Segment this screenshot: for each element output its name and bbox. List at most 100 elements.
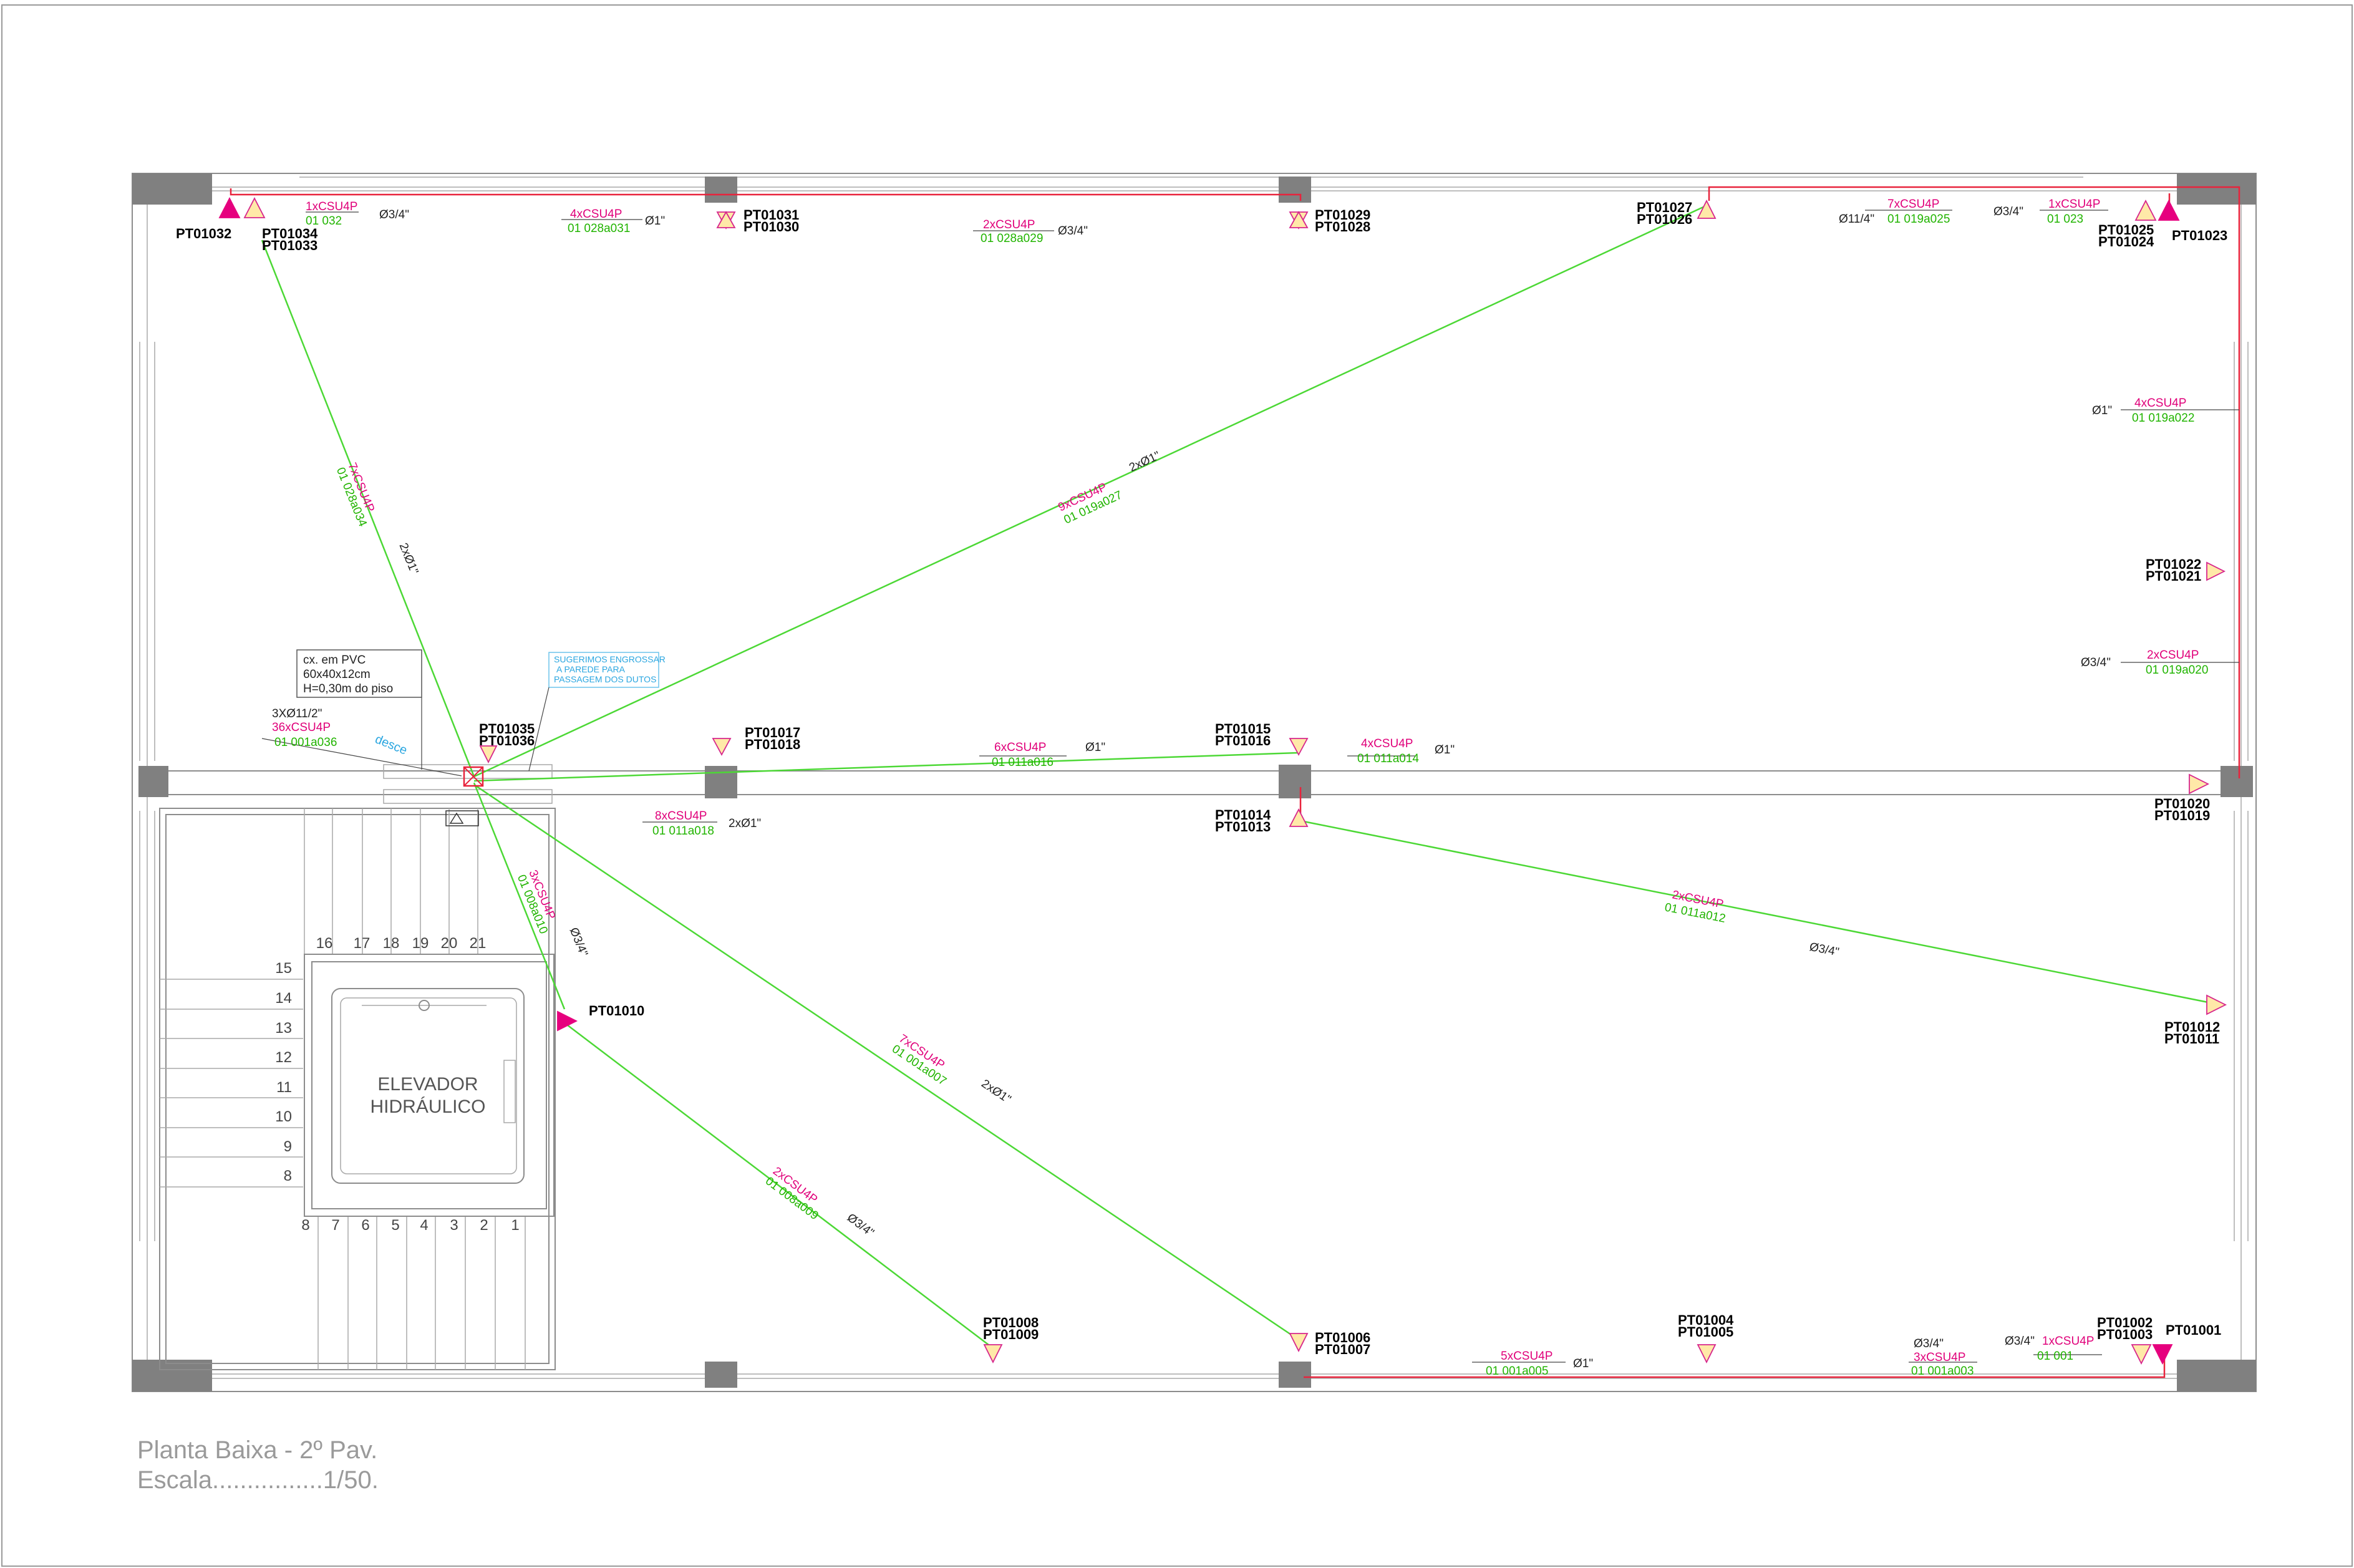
stair-step-number: 1 bbox=[511, 1217, 519, 1234]
cable-count: 2xCSU4P bbox=[983, 218, 1035, 231]
cable-code: 01 001a036 bbox=[274, 736, 337, 749]
cable-count: 1xCSU4P bbox=[2048, 198, 2100, 211]
cable-count: 5xCSU4P bbox=[1501, 1350, 1552, 1363]
point-label: PT01035 bbox=[479, 721, 535, 737]
note-line: PASSAGEM DOS DUTOS bbox=[554, 674, 656, 684]
stair-step-number: 8 bbox=[301, 1217, 309, 1234]
point-label: PT01036 bbox=[479, 733, 535, 748]
drawing-title: Planta Baixa - 2º Pav. bbox=[137, 1436, 377, 1464]
stair-step-number: 8 bbox=[284, 1168, 292, 1184]
point-label: PT01011 bbox=[2164, 1031, 2219, 1047]
structural-columns bbox=[132, 173, 2256, 1391]
conduit-diameter: 2xØ1" bbox=[729, 817, 761, 830]
point-label: PT01028 bbox=[1315, 219, 1370, 235]
cable-count: 3xCSU4P bbox=[1914, 1351, 1965, 1364]
conduit-diameter: Ø3/4" bbox=[2081, 656, 2111, 669]
stair-core bbox=[159, 808, 556, 1370]
cable-code: 01 001a003 bbox=[1911, 1365, 1974, 1378]
stair-step-number: 4 bbox=[420, 1217, 428, 1234]
stair-step-number: 18 bbox=[383, 935, 400, 952]
point-label: PT01034 bbox=[262, 226, 318, 241]
conduit-diameter: Ø3/4" bbox=[2005, 1335, 2035, 1348]
cable-code: 01 023 bbox=[2047, 213, 2083, 226]
cable-count: 4xCSU4P bbox=[570, 208, 622, 221]
stair-step-number: 21 bbox=[470, 935, 487, 952]
stair-step-number: 7 bbox=[331, 1217, 339, 1234]
conduit-diameter: Ø1" bbox=[1573, 1357, 1593, 1370]
cable-code: 01 011a018 bbox=[652, 825, 714, 838]
cable-count: 4xCSU4P bbox=[2134, 397, 2186, 410]
leader-lines bbox=[261, 210, 2239, 1363]
point-label: PT01010 bbox=[589, 1003, 644, 1019]
cable-code: 01 011a016 bbox=[992, 756, 1053, 769]
cable-count: 7xCSU4P bbox=[1887, 198, 1939, 211]
conduit-diameter: 2xØ1" bbox=[979, 1077, 1013, 1106]
stair-step-number: 16 bbox=[316, 935, 333, 952]
stair-step-number: 15 bbox=[275, 960, 292, 977]
conduit-diameter: 2xØ1" bbox=[397, 541, 421, 576]
junction-box bbox=[463, 766, 484, 787]
cable-count: 36xCSU4P bbox=[272, 721, 331, 734]
rack-symbol bbox=[445, 810, 479, 826]
conduit-diameter: Ø3/4" bbox=[567, 926, 590, 958]
cable-count: 1xCSU4P bbox=[2042, 1335, 2094, 1348]
point-label: PT01009 bbox=[983, 1327, 1039, 1342]
conduit-diameter: Ø1" bbox=[645, 215, 665, 228]
conduit-diameter: Ø1" bbox=[1435, 743, 1455, 757]
cable-count: 2xCSU4P bbox=[2147, 649, 2199, 662]
point-label: PT01006 bbox=[1315, 1330, 1370, 1345]
cable-code: 01 011a014 bbox=[1357, 752, 1419, 765]
point-label: PT01021 bbox=[2146, 568, 2201, 584]
point-label: PT01012 bbox=[2164, 1019, 2220, 1035]
stair-step-number: 14 bbox=[275, 990, 292, 1007]
conduit-diameter: Ø3/4" bbox=[1914, 1337, 1944, 1350]
point-label: PT01029 bbox=[1315, 207, 1370, 223]
point-label: PT01023 bbox=[2172, 228, 2227, 243]
point-label: PT01026 bbox=[1637, 211, 1692, 227]
cable-code: 01 028a029 bbox=[981, 232, 1043, 245]
diagonal-label-008a010: 3xCSU4P 01 008a010 Ø3/4" bbox=[515, 868, 590, 959]
stair-step-number: 10 bbox=[275, 1108, 292, 1125]
conduit-diameter: Ø3/4" bbox=[379, 208, 409, 221]
drawing-scale: Escala................1/50. bbox=[137, 1466, 379, 1494]
green-diagonal-runs bbox=[261, 205, 2218, 1348]
diagonal-label-028a034: 7xCSU4P 01 028a034 2xØ1" bbox=[334, 461, 421, 576]
stair-step-number: 3 bbox=[450, 1217, 458, 1234]
cable-count: 6xCSU4P bbox=[994, 741, 1046, 754]
stair-step-number: 13 bbox=[275, 1020, 292, 1037]
cable-code: 01 019a022 bbox=[2132, 412, 2194, 425]
cable-count: 1xCSU4P bbox=[306, 200, 357, 213]
point-label: PT01014 bbox=[1215, 807, 1271, 823]
point-label: PT01016 bbox=[1215, 733, 1271, 748]
point-label: PT01033 bbox=[262, 238, 317, 253]
conduit-diameter: Ø3/4" bbox=[1058, 225, 1088, 238]
point-label: PT01018 bbox=[745, 737, 800, 752]
note-line: 60x40x12cm bbox=[303, 668, 371, 681]
cable-count: 4xCSU4P bbox=[1361, 737, 1413, 750]
elevator-label-line1: ELEVADOR bbox=[377, 1074, 478, 1095]
note-line: H=0,30m do piso bbox=[303, 682, 393, 695]
conduit-diameter: Ø1" bbox=[1085, 741, 1105, 754]
point-label: PT01032 bbox=[176, 226, 231, 241]
building-walls bbox=[132, 173, 2257, 1392]
cable-code: 01 019a025 bbox=[1887, 213, 1950, 226]
stair-step-number: 20 bbox=[441, 935, 458, 952]
elevator-label-line2: HIDRÁULICO bbox=[370, 1096, 485, 1117]
stair-numbers: 16 17 18 19 20 21 15 14 13 12 11 10 9 8 … bbox=[275, 935, 519, 1234]
point-label: PT01022 bbox=[2146, 556, 2201, 572]
point-label: PT01005 bbox=[1678, 1324, 1733, 1340]
desce-label: desce bbox=[373, 732, 409, 757]
pvc-box-note: cx. em PVC 60x40x12cm H=0,30m do piso bbox=[296, 649, 422, 698]
outlet-symbols bbox=[218, 197, 2227, 1365]
point-label: PT01002 bbox=[2097, 1315, 2153, 1330]
sheet-border bbox=[1, 4, 2353, 1567]
point-label: PT01024 bbox=[2098, 234, 2154, 249]
stair-step-number: 19 bbox=[412, 935, 429, 952]
cable-code: 01 019a020 bbox=[2146, 664, 2208, 677]
point-label: PT01019 bbox=[2154, 808, 2210, 823]
diagonal-label-008a009: 2xCSU4P 01 008a009 Ø3/4" bbox=[763, 1164, 876, 1239]
cable-code: 01 001 bbox=[2037, 1350, 2073, 1363]
point-label: PT01003 bbox=[2097, 1327, 2153, 1342]
conduit-diameter: Ø1" bbox=[2092, 404, 2112, 417]
